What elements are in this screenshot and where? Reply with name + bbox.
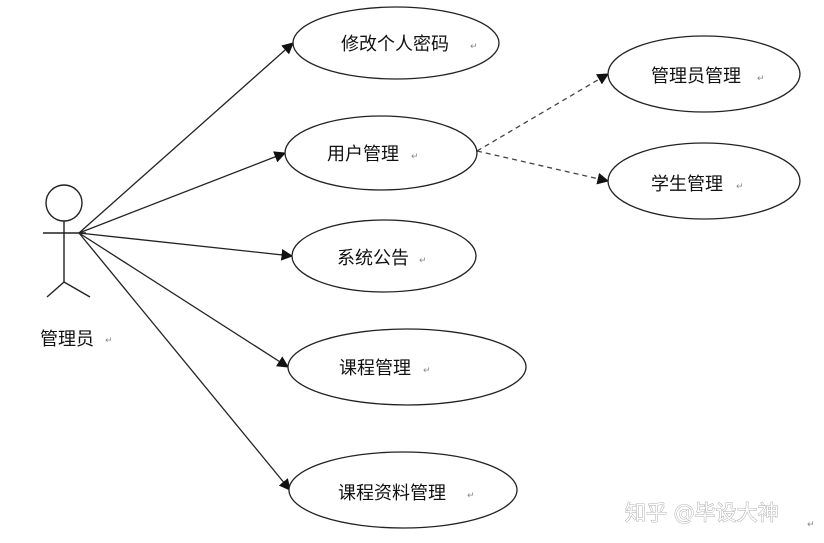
use-case-label: 系统公告 bbox=[337, 248, 409, 269]
use-case-course-management[interactable]: 课程管理 ↵ bbox=[287, 328, 527, 406]
actor-left-leg bbox=[46, 281, 65, 298]
use-case-label: 修改个人密码 bbox=[341, 34, 449, 55]
watermark: 知乎 @毕设大神 bbox=[625, 501, 779, 525]
association-admin-to-user_management bbox=[78, 151, 287, 234]
association-admin-to-course_management bbox=[78, 232, 289, 368]
paragraph-mark: ↵ bbox=[757, 74, 765, 84]
association-user_management-to-admin_management bbox=[476, 73, 610, 152]
actor-label: 管理员 bbox=[40, 329, 94, 350]
association-user_management-to-student_management bbox=[476, 150, 610, 185]
paragraph-mark: ↵ bbox=[807, 520, 815, 530]
use-case-student-management[interactable]: 学生管理 ↵ bbox=[607, 142, 801, 220]
paragraph-mark: ↵ bbox=[736, 182, 744, 192]
use-case-label: 课程资料管理 bbox=[338, 483, 446, 504]
paragraph-mark: ↵ bbox=[411, 152, 419, 162]
association-admin-to-course_material_management bbox=[78, 232, 291, 491]
paragraph-mark: ↵ bbox=[467, 491, 475, 501]
use-case-user-management[interactable]: 用户管理 ↵ bbox=[284, 115, 478, 191]
use-case-label: 用户管理 bbox=[327, 144, 399, 165]
use-case-label: 管理员管理 bbox=[651, 66, 741, 87]
use-case-admin-management[interactable]: 管理员管理 ↵ bbox=[607, 35, 801, 113]
actor-head bbox=[45, 184, 83, 222]
associations bbox=[78, 42, 610, 491]
use-case-system-notice[interactable]: 系统公告 ↵ bbox=[291, 219, 477, 293]
association-admin-to-change_password bbox=[78, 42, 294, 234]
actor-admin[interactable]: 管理员 ↵ bbox=[40, 184, 113, 350]
use-case-course-material-management[interactable]: 课程资料管理 ↵ bbox=[288, 451, 518, 529]
use-case-change-password[interactable]: 修改个人密码 ↵ bbox=[292, 6, 500, 80]
use-case-label: 学生管理 bbox=[651, 174, 723, 195]
actor-right-leg bbox=[63, 281, 91, 298]
use-case-label: 课程管理 bbox=[339, 358, 411, 379]
association-admin-to-system_notice bbox=[78, 232, 294, 261]
paragraph-mark: ↵ bbox=[419, 256, 427, 266]
paragraph-mark: ↵ bbox=[105, 336, 113, 346]
paragraph-mark: ↵ bbox=[470, 42, 478, 52]
paragraph-mark: ↵ bbox=[423, 366, 431, 376]
